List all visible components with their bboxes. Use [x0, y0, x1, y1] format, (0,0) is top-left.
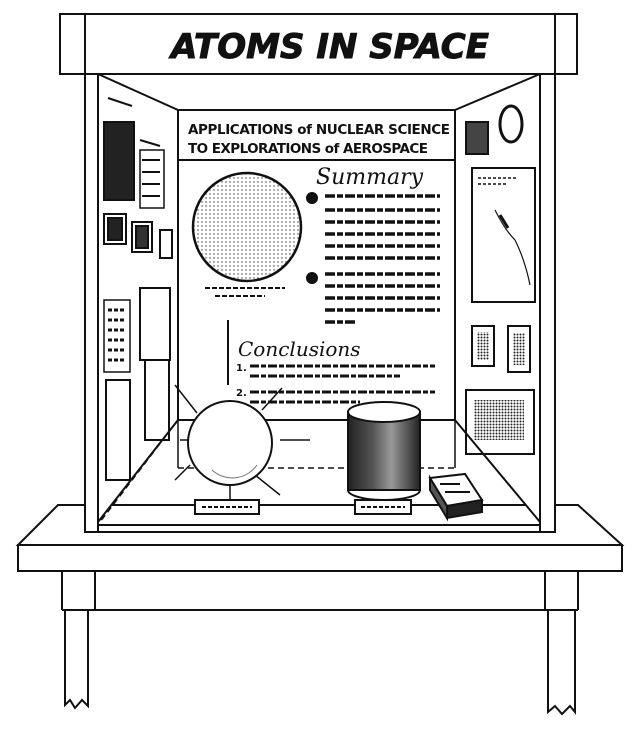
title-banner: [59, 13, 578, 75]
conclusion-number-2: 2.: [236, 388, 247, 399]
back-panel: [98, 73, 540, 421]
sphere-model: [174, 384, 310, 515]
conclusion-number-1: 1.: [236, 363, 247, 374]
right-side-panel: [454, 72, 541, 525]
banner-title: ATOMS IN SPACE: [168, 27, 489, 67]
panel-heading-line2: TO EXPLORATIONS of AEROSPACE: [188, 141, 428, 157]
table: [15, 504, 625, 716]
left-side-panel: [97, 72, 179, 525]
summary-title: Summary: [316, 165, 424, 190]
summary-bullet-icon: [306, 272, 318, 284]
atom-diagram: [191, 171, 303, 283]
panel-heading-line1: APPLICATIONS of NUCLEAR SCIENCE: [188, 122, 450, 138]
instrument-box: [428, 472, 484, 522]
frame: [59, 13, 578, 533]
summary-bullet-icon: [306, 192, 318, 204]
cylinder-model: [347, 401, 421, 515]
conclusions-title: Conclusions: [238, 337, 361, 361]
